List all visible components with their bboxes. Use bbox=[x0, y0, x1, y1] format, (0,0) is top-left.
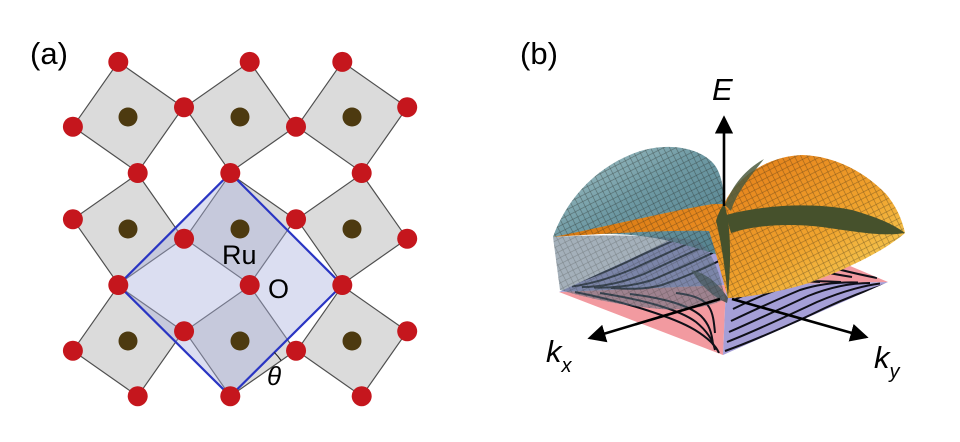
panel-b-label: (b) bbox=[520, 36, 558, 71]
oxygen-atom bbox=[220, 386, 241, 407]
ruthenium-atom bbox=[230, 219, 250, 239]
ruthenium-atom bbox=[118, 219, 138, 239]
oxygen-atom bbox=[397, 321, 418, 342]
oxygen-atom bbox=[332, 51, 353, 72]
oxygen-atom bbox=[62, 209, 83, 230]
oxygen-atom bbox=[286, 340, 307, 361]
surface-intersection-notch-top bbox=[725, 159, 764, 211]
ruthenium-atom bbox=[342, 107, 362, 127]
rotation-angle-arc bbox=[273, 352, 282, 361]
oxygen-atom bbox=[286, 116, 306, 137]
ruthenium-label: Ru bbox=[222, 240, 257, 270]
surface-intersection-wedge-center bbox=[716, 204, 731, 298]
ruthenium-atom bbox=[230, 331, 250, 351]
kx-axis-arrow bbox=[587, 297, 721, 343]
oxygen-atom bbox=[174, 228, 195, 249]
oxygen-atom-central bbox=[239, 275, 260, 296]
oxygen-atom bbox=[174, 321, 195, 342]
ruthenium-atom bbox=[118, 107, 138, 127]
panel-b: (b) bbox=[520, 36, 905, 383]
oxygen-atom bbox=[332, 275, 353, 296]
ruthenium-dots bbox=[118, 107, 362, 351]
rotation-angle-label: θ bbox=[267, 361, 281, 391]
oxygen-atom bbox=[351, 163, 372, 184]
ruthenium-atom bbox=[342, 331, 362, 351]
ky-axis-arrow bbox=[731, 297, 869, 342]
oxygen-atom bbox=[108, 51, 129, 72]
panel-a: (a) bbox=[30, 36, 418, 407]
oxygen-atom bbox=[397, 228, 418, 249]
oxygen-atom bbox=[239, 51, 260, 72]
energy-axis-label: E bbox=[712, 72, 733, 107]
oxygen-atom bbox=[351, 386, 372, 407]
oxygen-atom bbox=[127, 386, 148, 407]
ruthenium-atom bbox=[118, 331, 138, 351]
oxygen-atom bbox=[127, 163, 148, 184]
oxygen-atom bbox=[62, 116, 83, 137]
oxygen-dots bbox=[62, 51, 418, 407]
oxygen-label: O bbox=[268, 274, 289, 304]
oxygen-atom bbox=[397, 97, 418, 118]
oxygen-atom bbox=[174, 97, 194, 118]
panel-a-label: (a) bbox=[30, 36, 68, 71]
kx-axis-label: kx bbox=[546, 334, 573, 377]
surface-intersection-band-right bbox=[726, 205, 905, 235]
oxygen-atom bbox=[62, 340, 83, 361]
oxygen-atom bbox=[108, 275, 129, 296]
ruthenium-atom bbox=[230, 107, 250, 127]
oxygen-atom bbox=[220, 163, 241, 184]
ruthenium-atom bbox=[342, 219, 362, 239]
ky-axis-label: ky bbox=[874, 340, 901, 383]
oxygen-atom bbox=[286, 209, 307, 230]
